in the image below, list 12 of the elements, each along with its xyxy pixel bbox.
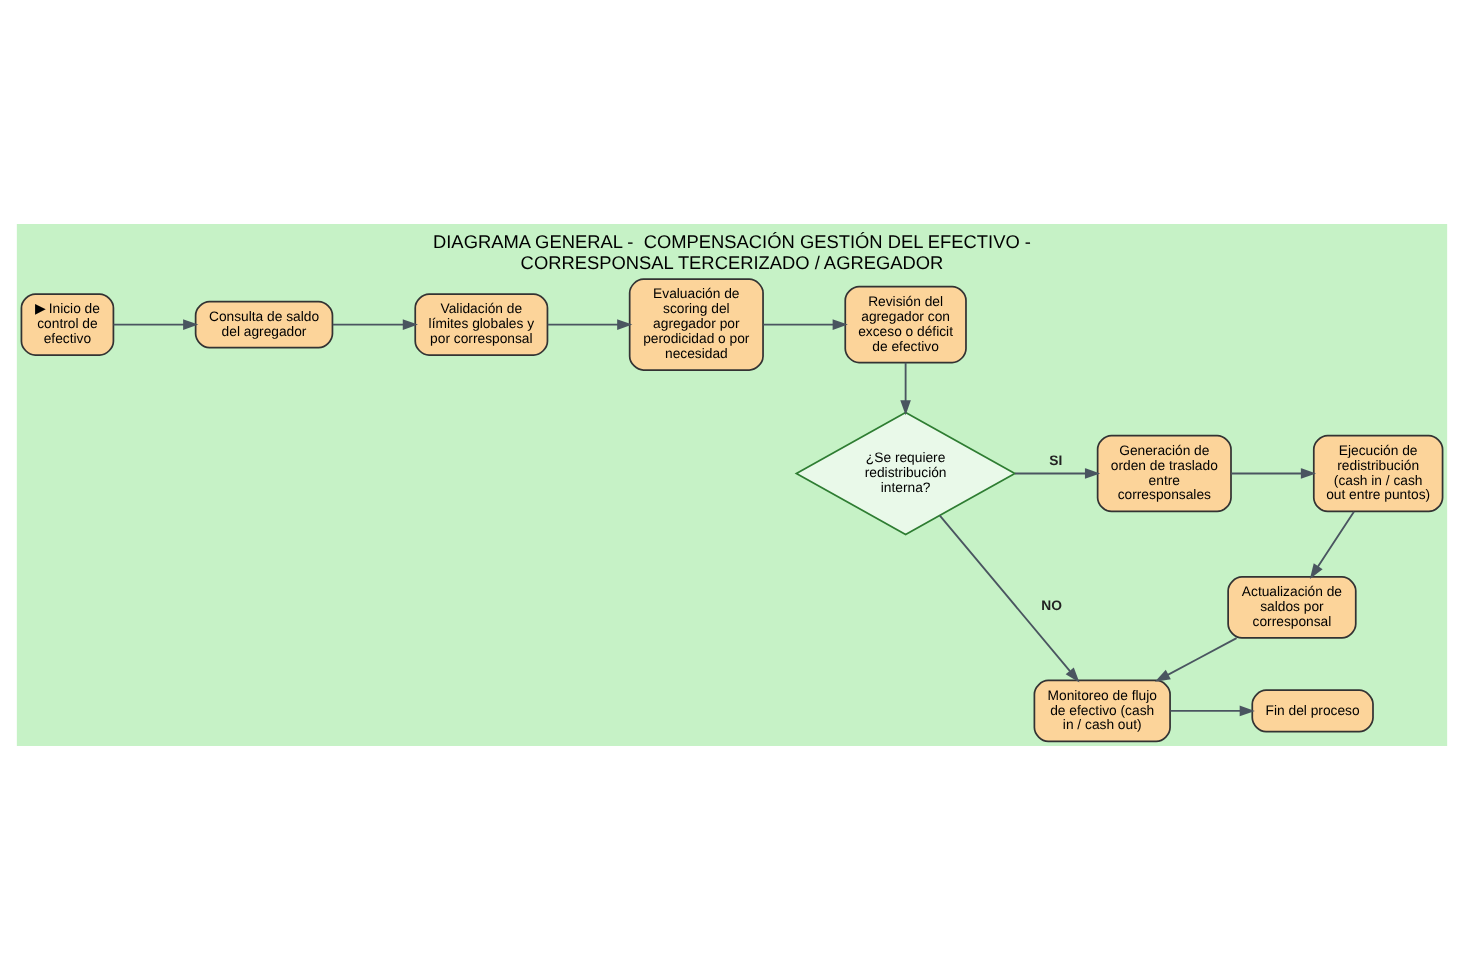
- arrow: [1014, 468, 1101, 479]
- arrow: [1154, 637, 1238, 682]
- arrow: [112, 319, 199, 330]
- diagram-title: DIAGRAMA GENERAL - COMPENSACIÓN GESTIÓN DEL EFECTIVO - CORRESPONSAL TERCERIZADO / AGREGADOR: [433, 231, 1031, 273]
- arrow: [1230, 468, 1317, 479]
- arrow: [938, 514, 1080, 683]
- arrow: [762, 319, 848, 330]
- arrow: [546, 319, 633, 330]
- arrow: [1169, 705, 1255, 717]
- arrow: [331, 319, 418, 330]
- arrow: [900, 361, 911, 416]
- arrow: [1309, 510, 1355, 579]
